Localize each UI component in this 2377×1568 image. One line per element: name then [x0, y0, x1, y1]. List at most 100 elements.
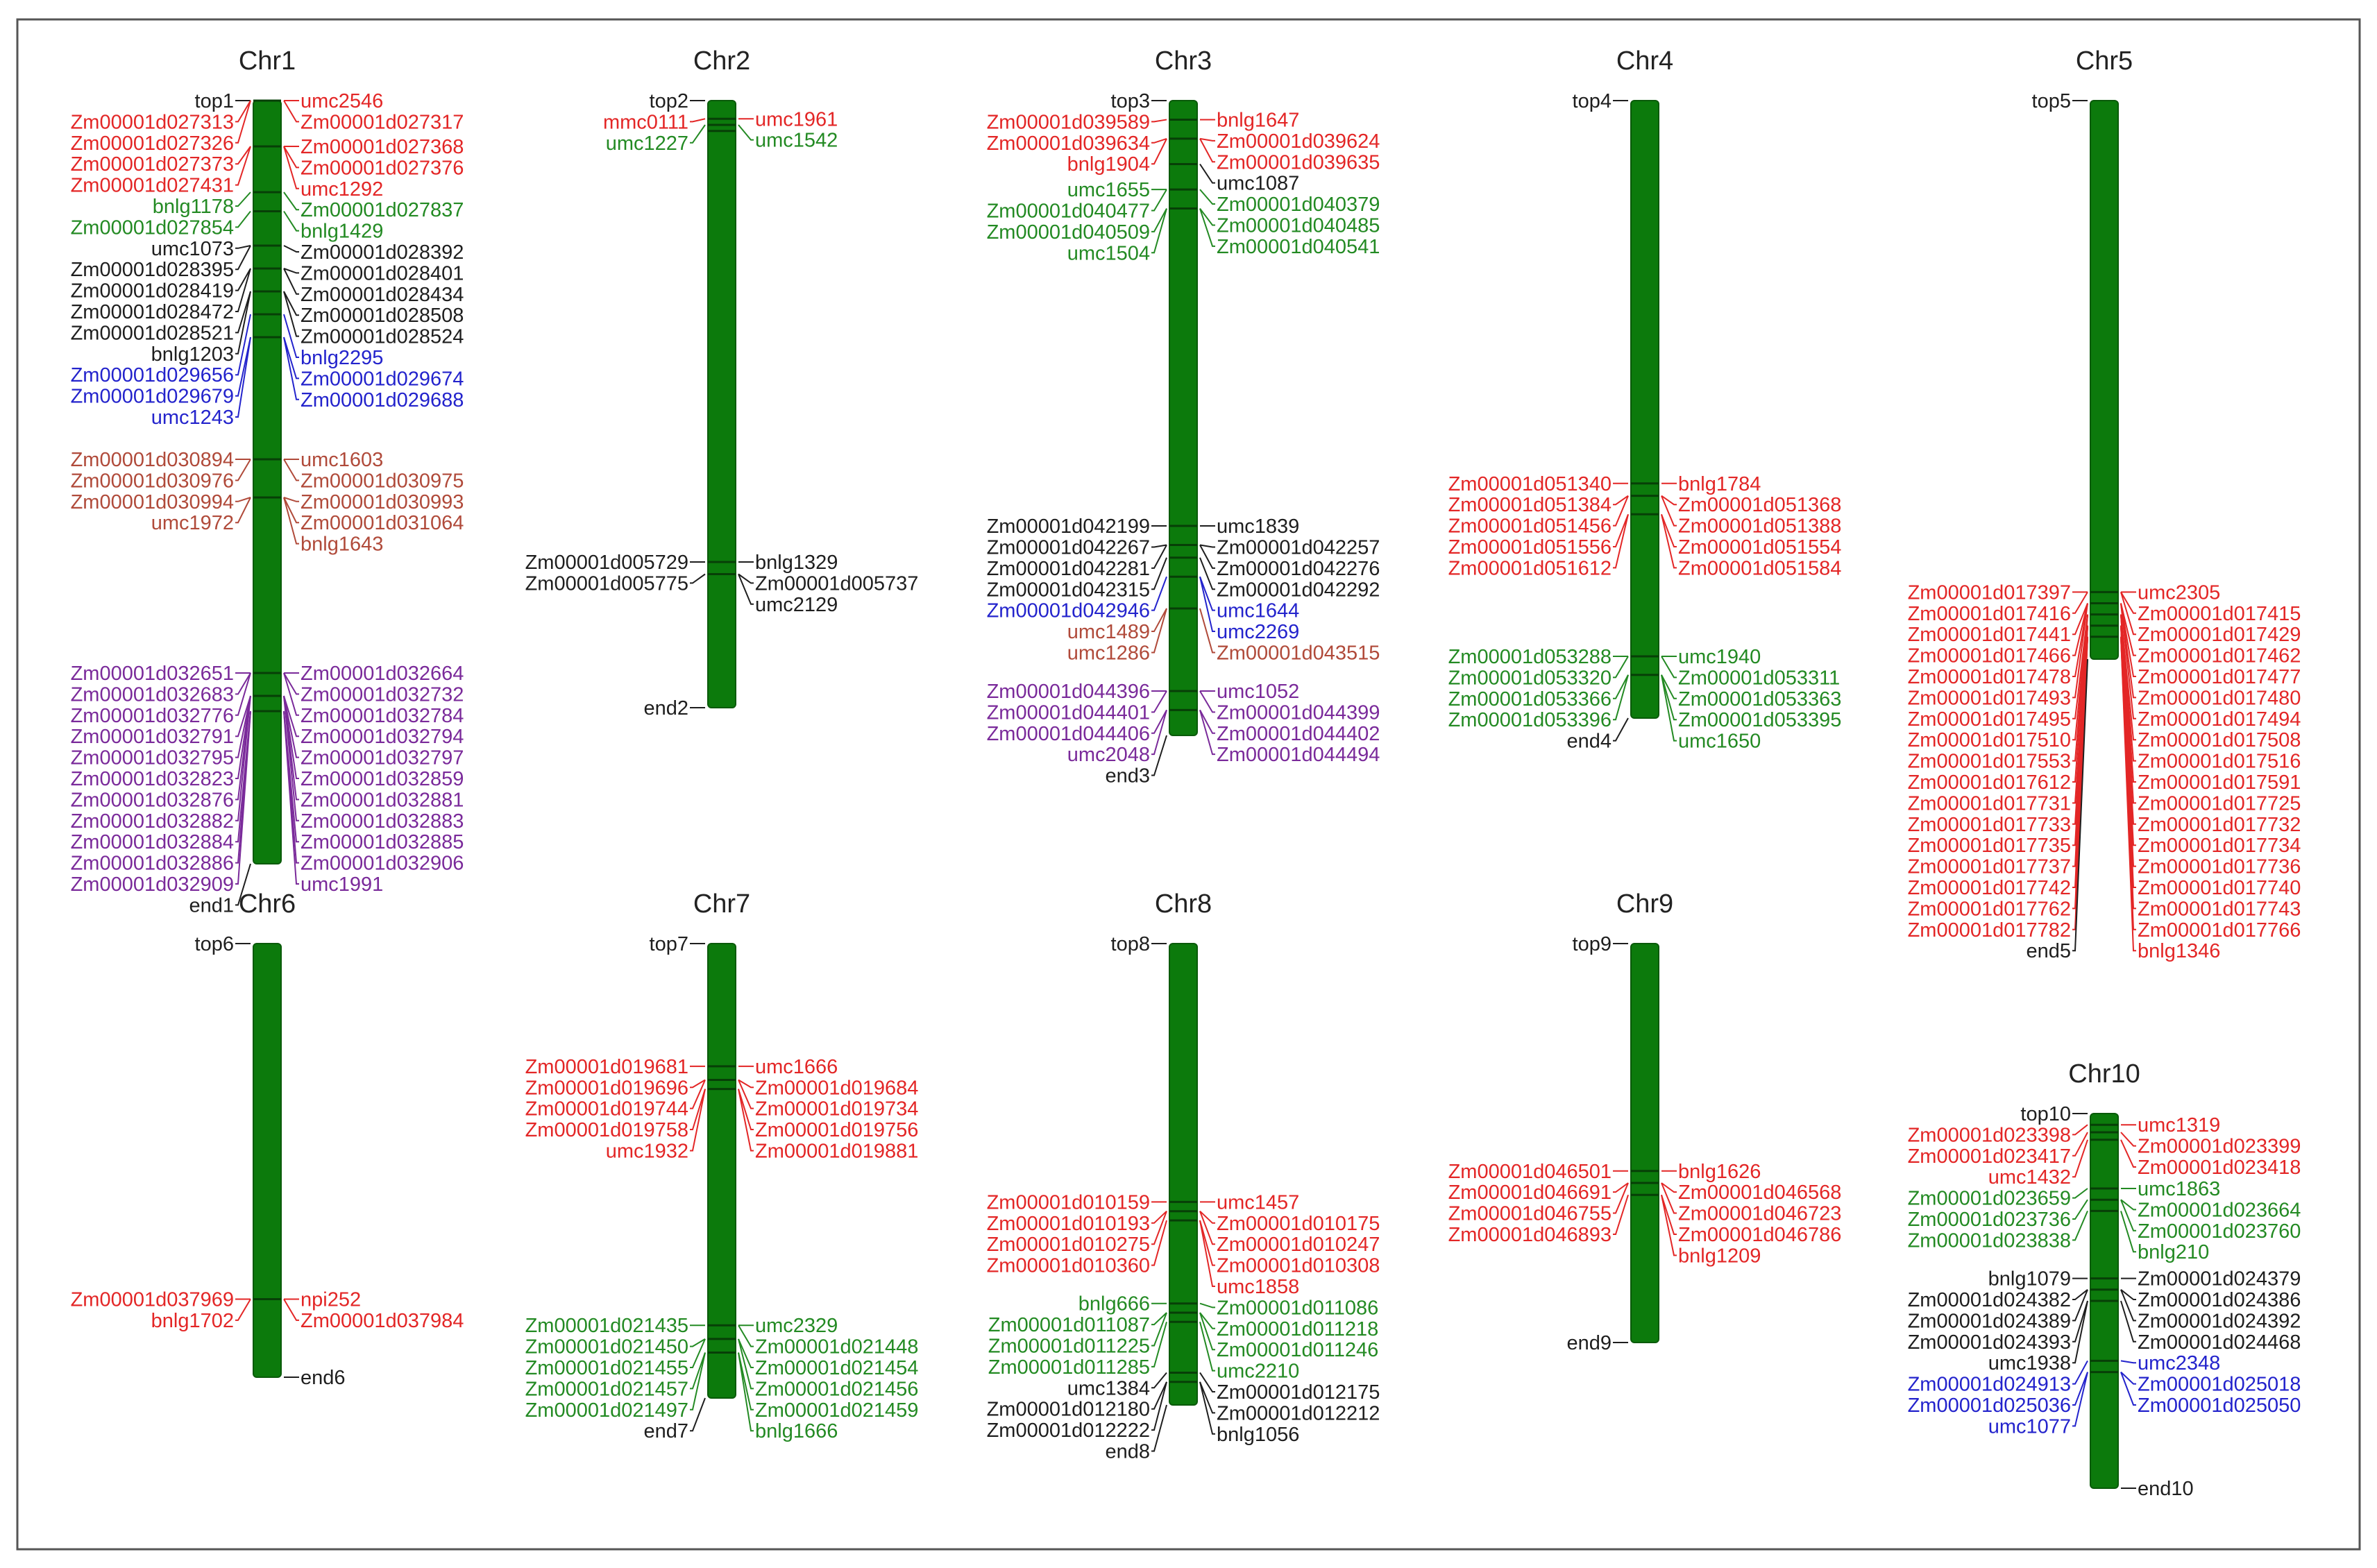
marker-label: Zm00001d017508: [2138, 729, 2301, 751]
marker-label: Zm00001d046501: [1448, 1161, 1612, 1183]
chromosome-end-label: top3: [1111, 90, 1150, 112]
marker-leader-line: [235, 268, 251, 312]
marker-leader-line: [1199, 1312, 1215, 1329]
marker-leader-line: [2072, 636, 2088, 930]
marker-leader-line: [1661, 1182, 1677, 1214]
marker-leader-line: [1661, 1194, 1677, 1235]
marker-label: Zm00001d032791: [71, 726, 234, 748]
marker-leader-line: [1199, 207, 1215, 226]
marker-leader-line: [2072, 1124, 2088, 1136]
marker-label: Zm00001d017725: [2138, 792, 2301, 815]
marker-label: Zm00001d046691: [1448, 1182, 1612, 1204]
marker-leader-line: [690, 1080, 706, 1109]
marker-label: Zm00001d051556: [1448, 536, 1612, 559]
marker-leader-line: [283, 695, 299, 738]
chromosome-layer: Chr1top1Zm00001d027313Zm00001d027326Zm00…: [71, 46, 2301, 1500]
marker-label: Zm00001d017737: [1908, 856, 2071, 878]
marker-leader-line: [283, 146, 299, 169]
marker-leader-line: [1199, 163, 1215, 184]
chromosome-end-label: end8: [1105, 1441, 1150, 1463]
marker-label: Zm00001d024382: [1908, 1289, 2071, 1311]
marker-label: Zm00001d017736: [2138, 856, 2301, 878]
marker-label: umc1286: [1067, 642, 1150, 664]
marker-leader-line: [690, 1338, 706, 1368]
marker-leader-line: [1151, 119, 1167, 123]
marker-leader-line: [2120, 603, 2136, 677]
marker-leader-line: [2120, 1289, 2136, 1300]
marker-label: Zm00001d017733: [1908, 814, 2071, 836]
marker-label: Zm00001d025018: [2138, 1374, 2301, 1396]
marker-label: umc1227: [606, 133, 688, 155]
marker-label: Zm00001d053366: [1448, 688, 1612, 710]
marker-label: Zm00001d027326: [71, 133, 234, 155]
marker-label: Zm00001d017516: [2138, 751, 2301, 773]
chromosome-chr2: Chr2top2mmc0111umc1227Zm00001d005729Zm00…: [525, 46, 919, 719]
marker-leader-line: [1199, 690, 1215, 713]
marker-leader-line: [738, 1338, 754, 1368]
marker-leader-line: [1151, 1210, 1167, 1224]
marker-leader-line: [1661, 674, 1677, 699]
marker-label: Zm00001d017462: [2138, 645, 2301, 667]
marker-leader-line: [2120, 1360, 2136, 1364]
marker-label: umc1644: [1217, 600, 1299, 622]
marker-label: umc1489: [1067, 621, 1150, 643]
marker-label: Zm00001d011086: [1217, 1297, 1378, 1319]
marker-label: Zm00001d044401: [987, 701, 1150, 724]
marker-label: umc1457: [1217, 1191, 1299, 1213]
marker-leader-line: [1613, 717, 1629, 742]
marker-leader-line: [1199, 1372, 1215, 1392]
marker-label: Zm00001d028419: [71, 280, 234, 302]
chromosome-end-label: end10: [2138, 1478, 2194, 1500]
marker-label: Zm00001d027431: [71, 175, 234, 197]
marker-leader-line: [1151, 608, 1167, 654]
marker-label: umc1292: [301, 178, 383, 201]
chromosome-bar: [253, 100, 282, 864]
marker-leader-line: [1151, 545, 1167, 569]
marker-leader-line: [1613, 513, 1629, 547]
chromosome-chr9: Chr9top9Zm00001d046501Zm00001d046691Zm00…: [1448, 889, 1842, 1354]
marker-label: Zm00001d044402: [1217, 723, 1380, 745]
marker-label: Zm00001d040485: [1217, 214, 1380, 237]
marker-label: Zm00001d024379: [2138, 1268, 2301, 1290]
marker-leader-line: [283, 497, 299, 545]
marker-label: Zm00001d032909: [71, 874, 234, 896]
marker-label: Zm00001d030976: [71, 470, 234, 492]
marker-label: Zm00001d053396: [1448, 709, 1612, 731]
marker-leader-line: [1151, 1381, 1167, 1431]
marker-label: Zm00001d012222: [987, 1420, 1150, 1442]
marker-leader-line: [690, 1352, 706, 1390]
marker-label: Zm00001d021497: [525, 1399, 688, 1422]
marker-leader-line: [1199, 137, 1215, 142]
marker-label: umc1243: [151, 407, 234, 429]
chromosome-bar: [1169, 100, 1198, 736]
marker-leader-line: [1151, 608, 1167, 633]
marker-leader-line: [1199, 1220, 1215, 1287]
marker-leader-line: [1151, 1404, 1167, 1452]
marker-leader-line: [235, 695, 251, 758]
marker-label: Zm00001d019881: [755, 1140, 918, 1162]
marker-label: bnlg1643: [301, 534, 383, 556]
marker-label: Zm00001d012175: [1217, 1381, 1380, 1404]
marker-label: Zm00001d023838: [1908, 1229, 2071, 1252]
marker-label: Zm00001d027317: [301, 111, 464, 133]
marker-label: Zm00001d030994: [71, 491, 234, 513]
marker-leader-line: [2072, 614, 2088, 783]
marker-leader-line: [283, 100, 299, 123]
marker-label: Zm00001d012212: [1217, 1402, 1380, 1424]
marker-label: Zm00001d051584: [1678, 557, 1841, 579]
marker-label: Zm00001d019758: [525, 1119, 688, 1141]
marker-leader-line: [235, 268, 251, 291]
marker-leader-line: [235, 695, 251, 779]
marker-label: Zm00001d044396: [987, 681, 1150, 703]
marker-leader-line: [2120, 591, 2136, 614]
marker-leader-line: [235, 672, 251, 716]
marker-leader-line: [235, 336, 251, 397]
marker-leader-line: [738, 1089, 754, 1152]
marker-label: Zm00001d024393: [1908, 1331, 2071, 1354]
marker-label: Zm00001d017553: [1908, 751, 2071, 773]
marker-label: Zm00001d017477: [2138, 666, 2301, 688]
marker-label: umc1991: [301, 874, 383, 896]
marker-label: Zm00001d017731: [1908, 792, 2071, 815]
chromosome-bar: [1630, 943, 1659, 1343]
marker-label: umc2048: [1067, 744, 1150, 766]
